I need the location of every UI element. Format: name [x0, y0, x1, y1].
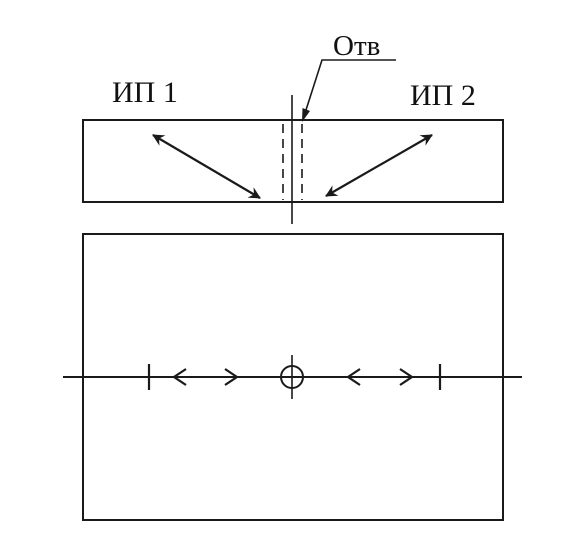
chevron-right-icon [399, 368, 414, 386]
beam-path-probe-2 [325, 134, 433, 197]
chevron-right-icon [224, 368, 239, 386]
probe-1-label: ИП 1 [112, 76, 178, 109]
chevron-left-icon [346, 368, 361, 386]
hole-leader-line [302, 59, 396, 122]
probe-2-label: ИП 2 [410, 79, 476, 112]
chevron-left-icon [172, 368, 187, 386]
hole-label: Отв [333, 30, 380, 62]
beam-path-probe-1 [152, 134, 261, 199]
side-section-block [82, 119, 504, 203]
